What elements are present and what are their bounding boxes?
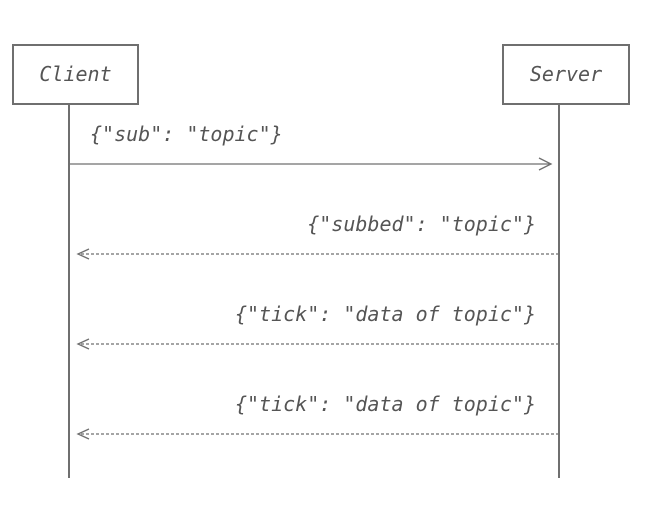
- server-actor: Server: [502, 44, 630, 105]
- message-tick-1: {"tick": "data of topic"}: [76, 302, 559, 350]
- arrowhead-left-icon: [76, 338, 90, 350]
- message-subscribe: {"sub": "topic"}: [69, 122, 553, 171]
- message-label: {"sub": "topic"}: [90, 122, 283, 146]
- message-subbed: {"subbed": "topic"}: [76, 212, 559, 260]
- message-label: {"subbed": "topic"}: [307, 212, 536, 236]
- client-actor-label: Client: [39, 62, 111, 86]
- arrowhead-left-icon: [76, 248, 90, 260]
- arrowhead-right-icon: [538, 157, 553, 171]
- client-actor: Client: [12, 44, 139, 105]
- message-label: {"tick": "data of topic"}: [235, 302, 536, 326]
- arrowhead-left-icon: [76, 428, 90, 440]
- message-tick-2: {"tick": "data of topic"}: [76, 392, 559, 440]
- server-actor-box: [502, 44, 630, 105]
- server-actor-label: Server: [530, 62, 602, 86]
- client-actor-box: [12, 44, 139, 105]
- message-label: {"tick": "data of topic"}: [235, 392, 536, 416]
